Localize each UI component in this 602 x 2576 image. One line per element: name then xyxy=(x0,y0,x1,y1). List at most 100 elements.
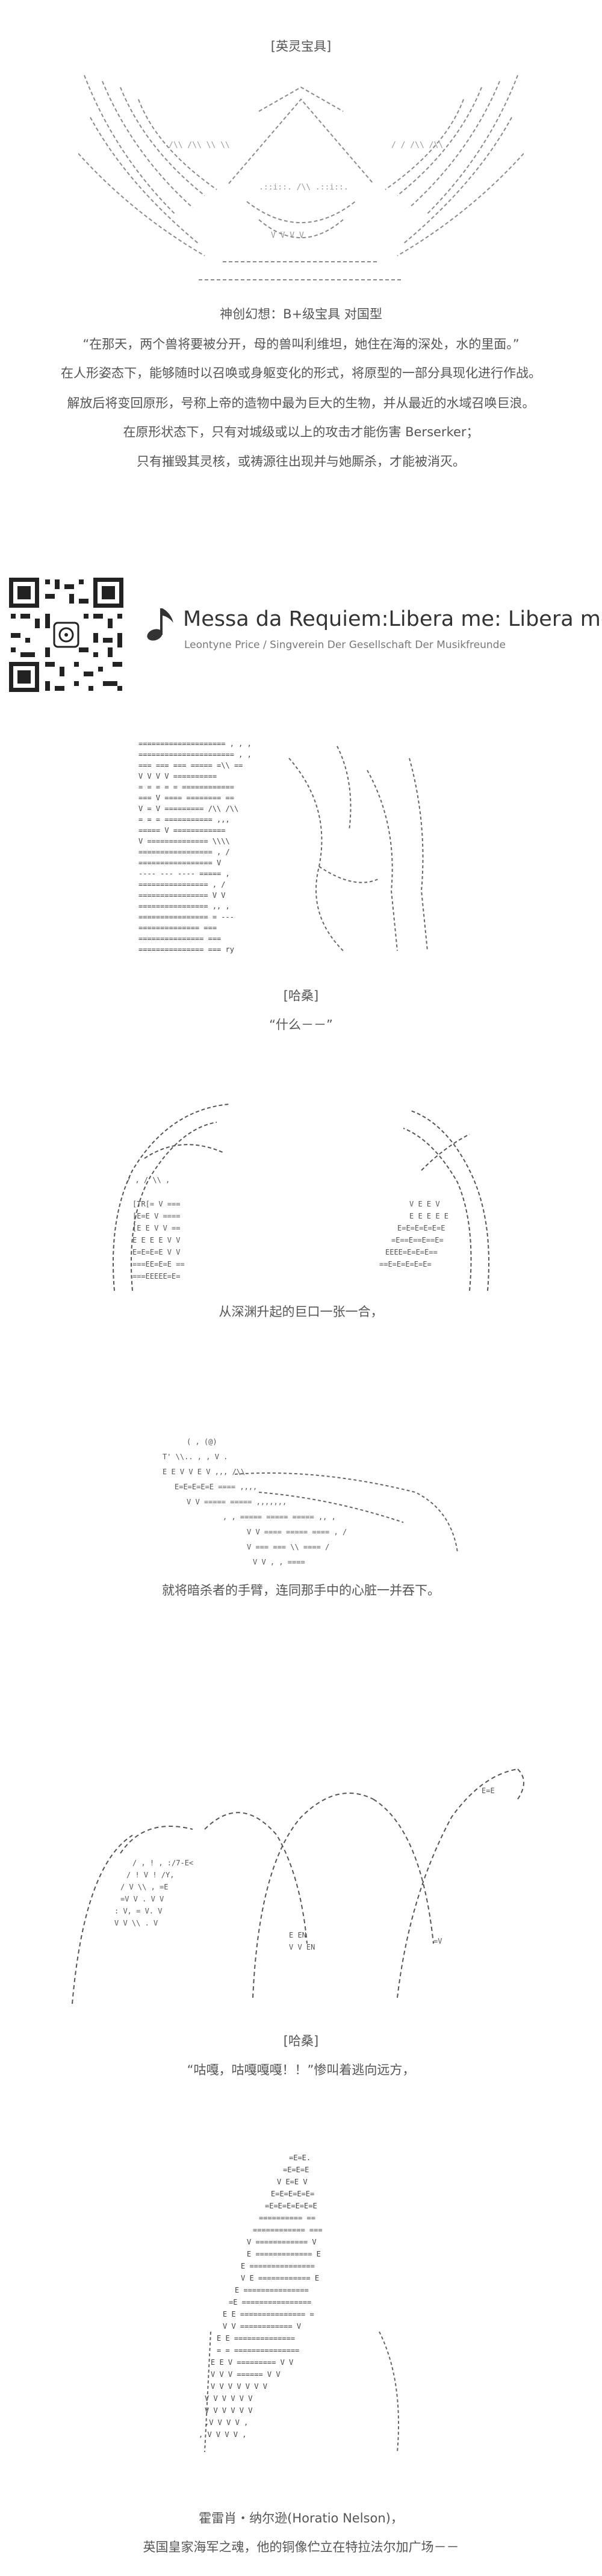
svg-text:V === === \\ ==== /: V === === \\ ==== / xyxy=(247,1543,329,1551)
svg-text:================= V: ================= V xyxy=(138,859,221,867)
music-note-icon xyxy=(144,605,178,642)
svg-text:==E=E=E=E=E=: ==E=E=E=E=E= xyxy=(379,1260,432,1268)
svg-text:=============== ===: =============== === xyxy=(138,934,221,943)
svg-text:V V V V ==========: V V V V ========== xyxy=(138,772,217,780)
ascii-art-swallow: ( , (@) T' \\.. , , V . E E V V E V ,,, … xyxy=(150,1432,464,1577)
noble-phantasm-line-2: 在人形姿态下，能够随时以召唤或身躯变化的形式，将原型的一部分具现化进行作战。 xyxy=(61,366,541,380)
svg-text:===EEEEE=E=: ===EEEEE=E= xyxy=(132,1272,180,1280)
scene1-speaker: [哈桑] xyxy=(283,989,319,1003)
svg-text:========== ==: ========== == xyxy=(259,2214,315,2222)
svg-text:E E E E V V: E E E E V V xyxy=(132,1236,180,1244)
scene5-line-1: 霍雷肖・纳尔逊(Horatio Nelson)， xyxy=(199,2511,403,2525)
svg-text:===== V ============: ===== V ============ xyxy=(138,826,226,835)
noble-phantasm-name: 神创幻想：B+级宝具 对国型 xyxy=(220,307,382,321)
music-title[interactable]: Messa da Requiem:Libera me: Libera me xyxy=(183,607,602,631)
ascii-art-leviathan-wings: /\\ /\\ \\ \\ / / /\\ /\\ .::i::. /\\ .:… xyxy=(78,63,524,292)
svg-text:[E E V V ==: [E E V V == xyxy=(132,1224,180,1232)
svg-text:.::i::. /\\ .::i::.: .::i::. /\\ .::i::. xyxy=(259,183,349,192)
svg-text:E=E=E=E=E=: E=E=E=E=E= xyxy=(271,2190,314,2198)
scene4-speaker: [哈桑] xyxy=(283,2034,319,2048)
svg-text:---- --- ---- ===== ,: ---- --- ---- ===== , xyxy=(138,869,230,878)
scene5-line-2: 英国皇家海军之魂，他的铜像伫立在特拉法尔加广场－－ xyxy=(143,2540,459,2554)
ascii-art-giant-mouth: / , / \\ , [TR[= V === [E=E V ==== [E E … xyxy=(108,1098,494,1297)
svg-text:V E ============ E: V E ============ E xyxy=(241,2274,319,2282)
svg-text:[TR[= V ===: [TR[= V === xyxy=(132,1200,180,1208)
svg-text:/ V \\ , =E: / V \\ , =E xyxy=(120,1883,168,1891)
svg-text:V = V ========= /\\ /\\: V = V ========= /\\ /\\ xyxy=(138,805,238,813)
scene1-line: “什么－－” xyxy=(269,1018,333,1032)
svg-text:V V \\ . V: V V \\ . V xyxy=(114,1919,158,1927)
svg-text:EEEE=E=E=E==: EEEE=E=E=E== xyxy=(385,1248,438,1256)
noble-phantasm-line-1: “在那天，两个兽将要被分开，母的兽叫利维坦，她住在海的深处，水的里面。” xyxy=(82,337,520,351)
svg-text:E E ==============: E E ============== xyxy=(217,2334,295,2343)
scene3-line: 就将暗杀者的手臂，连同那手中的心脏一并吞下。 xyxy=(162,1583,440,1598)
svg-text:V V , , ====: V V , , ==== xyxy=(253,1558,305,1566)
svg-text:=V: =V xyxy=(433,1937,442,1945)
svg-text:V E E V: V E E V xyxy=(409,1200,440,1208)
scene2-line: 从深渊升起的巨口一张一合， xyxy=(219,1305,383,1319)
svg-text:=== === === ===== =\\ ==: === === === ===== =\\ == xyxy=(138,761,243,770)
svg-text:=V V . V V: =V V . V V xyxy=(120,1895,164,1903)
svg-text:V ============ V: V ============ V xyxy=(247,2238,317,2246)
svg-text:================= , /: ================= , / xyxy=(138,848,230,856)
svg-text:====================== , ,: ====================== , , xyxy=(138,750,252,759)
qr-code[interactable] xyxy=(6,575,126,695)
svg-text:[E=E V ====: [E=E V ==== xyxy=(132,1212,180,1220)
svg-text:( , (@): ( , (@) xyxy=(187,1438,217,1446)
svg-text:/ ! V ! /Y,: / ! V ! /Y, xyxy=(126,1871,174,1879)
svg-text:= = = =========== ,,,: = = = =========== ,,, xyxy=(138,815,230,824)
svg-text:=== V ==== ======== ==: === V ==== ======== == xyxy=(138,794,234,802)
svg-text:T' \\.. , , V .: T' \\.. , , V . xyxy=(163,1453,228,1461)
svg-text:E ===============: E =============== xyxy=(241,2262,315,2270)
svg-text:/ , / \\ ,: / , / \\ , xyxy=(126,1176,170,1184)
svg-text:/\\ /\\ \\ \\: /\\ /\\ \\ \\ xyxy=(169,141,230,150)
svg-text:==================== , , ,: ==================== , , , xyxy=(138,740,252,748)
svg-text:: V, = V. V: : V, = V. V xyxy=(114,1907,162,1915)
svg-text:E E =============== =: E E =============== = xyxy=(223,2310,314,2318)
svg-text:=E ================: =E ================ xyxy=(229,2298,311,2306)
svg-text:E=E=E=E=E ==== ,,,,: E=E=E=E=E ==== ,,,, xyxy=(175,1483,257,1491)
svg-text:=E==E==E==E=: =E==E==E==E= xyxy=(391,1236,444,1244)
svg-text:================ , /: ================ , / xyxy=(138,880,226,889)
scene4-line: “咕嘎，咕嘎嘎嘎！！”惨叫着逃向远方， xyxy=(187,2063,415,2077)
svg-text:E ===============: E =============== xyxy=(235,2286,309,2294)
svg-text:E=E=E=E=E=E: E=E=E=E=E=E xyxy=(397,1224,445,1232)
noble-phantasm-line-3: 解放后将变回原形，号称上帝的造物中最为巨大的生物，并从最近的水域召唤巨浪。 xyxy=(67,396,535,410)
svg-text:E=E=E=E V V: E=E=E=E V V xyxy=(132,1248,180,1256)
svg-text:, , ===== ===== ===== ,, ,: , , ===== ===== ===== ,, , xyxy=(223,1513,336,1521)
svg-text:=E=E=E=E=E=E: =E=E=E=E=E=E xyxy=(265,2202,317,2210)
svg-text:V V V V: V V V V xyxy=(271,231,304,240)
svg-text:E=E: E=E xyxy=(482,1787,495,1795)
svg-text:= = ===============: = = =============== xyxy=(217,2346,299,2355)
svg-text:E E E E E: E E E E E xyxy=(409,1212,448,1220)
svg-text:=E=E=E: =E=E=E xyxy=(283,2166,309,2174)
svg-text:V V V V V V: V V V V V V xyxy=(205,2406,252,2415)
svg-text:V V EN: V V EN xyxy=(289,1943,315,1951)
noble-phantasm-line-5: 只有摧毁其灵核，或祷源往出现并与她厮杀，才能被消灭。 xyxy=(137,454,465,469)
svg-text:V ============== \\\\: V ============== \\\\ xyxy=(138,837,230,845)
svg-text:E E V ========= V V: E E V ========= V V xyxy=(211,2358,293,2367)
svg-text:E ============= E: E ============= E xyxy=(247,2250,321,2258)
svg-text:V V ==== ===== ==== , /: V V ==== ===== ==== , / xyxy=(247,1528,347,1536)
svg-text:,V V V V ,: ,V V V V , xyxy=(205,2418,248,2427)
svg-text:, V V V V ,: , V V V V , xyxy=(199,2430,246,2439)
ascii-art-leviathan-arch: / , ! , :/7-E< / ! V ! /Y, / V \\ , =E =… xyxy=(60,1745,542,2010)
svg-text:================ = ---: ================ = --- xyxy=(138,913,234,921)
svg-text:V V V V V V V: V V V V V V V xyxy=(211,2382,267,2391)
svg-text:E E V V E V ,,, /\\: E E V V E V ,,, /\\ xyxy=(163,1468,245,1476)
svg-text:/ / /\\ /\\: / / /\\ /\\ xyxy=(391,141,443,150)
svg-text:E EN: E EN xyxy=(289,1931,306,1939)
svg-text:===EE=E=E ==: ===EE=E=E == xyxy=(132,1260,185,1268)
svg-text:V V V ====== V V: V V V ====== V V xyxy=(211,2370,281,2379)
svg-text:V V ===== ===== ,,,,,,,: V V ===== ===== ,,,,,,, xyxy=(187,1498,287,1506)
svg-text:= = = = = ============: = = = = = ============ xyxy=(138,783,234,791)
svg-text:============== ===: ============== === xyxy=(138,924,217,932)
svg-text:================ V V: ================ V V xyxy=(138,891,226,900)
noble-phantasm-line-4: 在原形状态下，只有对城级或以上的攻击才能伤害 Berserker； xyxy=(123,425,479,439)
svg-text:=============== === ry: =============== === ry xyxy=(138,945,234,954)
ascii-art-hassan-scene: ==================== , , , =============… xyxy=(138,734,452,975)
svg-text:/ , ! , :/7-E<: / , ! , :/7-E< xyxy=(132,1859,193,1867)
music-artist: Leontyne Price / Singverein Der Gesellsc… xyxy=(184,639,506,651)
svg-text:=E=E.: =E=E. xyxy=(289,2154,311,2162)
svg-text:================ ,, ,: ================ ,, , xyxy=(138,902,230,910)
